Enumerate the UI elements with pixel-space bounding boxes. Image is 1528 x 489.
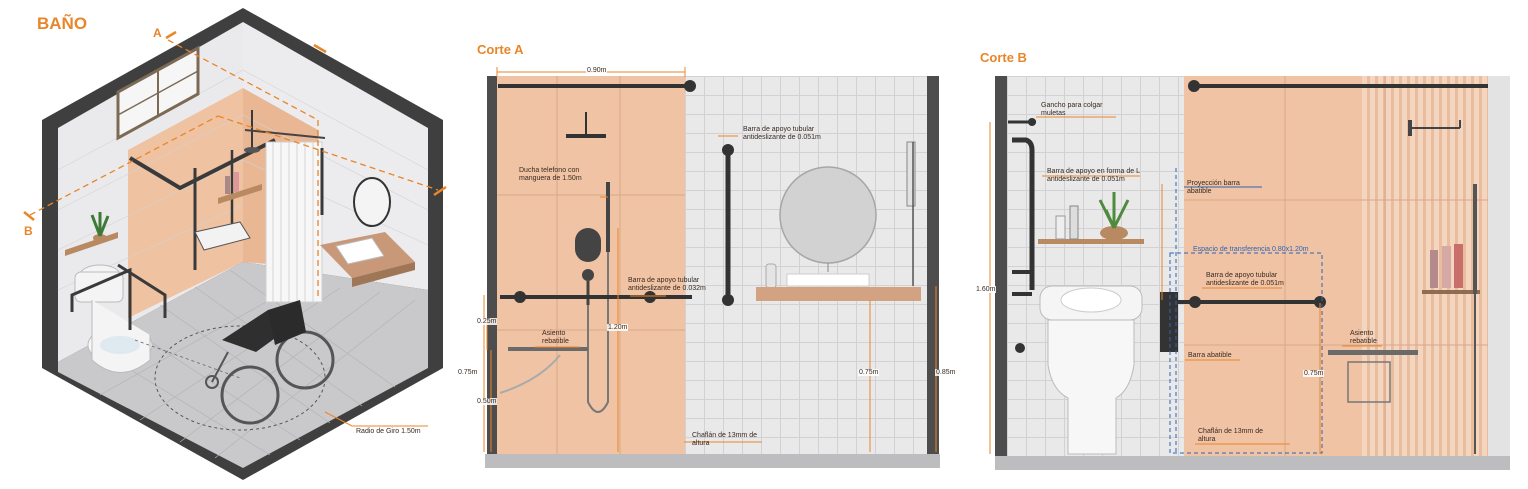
- dim-0-50: 0.50m: [476, 398, 498, 405]
- label-gancho: Gancho para colgar muletas: [1041, 102, 1103, 117]
- corte-b-wall-right: [1488, 76, 1510, 458]
- corte-a-wall-left: [487, 76, 497, 456]
- label-barra-032: Barra de apoyo tubular antideslizante de…: [628, 277, 706, 292]
- main-title: BAÑO: [37, 14, 88, 33]
- label-asiento-b: Asiento rebatible: [1350, 330, 1377, 345]
- corte-a-tile-wall: [685, 76, 927, 456]
- corte-b-wall-left: [995, 76, 1007, 458]
- dim-0-75-left: 0.75m: [457, 369, 479, 376]
- label-espacio-transferencia: Espacio de transferencia 0.80x1.20m: [1193, 246, 1309, 253]
- label-barra-051-b: Barra de apoyo tubular antideslizante de…: [1206, 272, 1284, 287]
- corte-b-floor: [995, 456, 1510, 470]
- dim-0-25: 0.25m: [476, 318, 498, 325]
- corte-a-shower-wall: [497, 76, 685, 456]
- dim-0-75-right: 0.75m: [858, 369, 880, 376]
- label-chaflan-b: Chaflán de 13mm de altura: [1198, 428, 1263, 443]
- isometric-bathroom-drawing: [23, 8, 447, 480]
- corte-b-curtain: [1362, 76, 1488, 458]
- corte-b-title: Corte B: [980, 50, 1027, 65]
- radius-label: Radio de Giro 1.50m: [356, 428, 421, 435]
- dim-1-60: 1.60m: [975, 286, 997, 293]
- label-barra-l: Barra de apoyo en forma de L antidesliza…: [1047, 168, 1140, 183]
- corte-a-fixtures: [483, 67, 937, 454]
- dim-0-90: 0.90m: [586, 67, 608, 74]
- corte-a-floor: [485, 454, 940, 468]
- label-asiento-a: Asiento rebatible: [542, 330, 569, 345]
- corte-a-title: Corte A: [477, 42, 524, 57]
- corte-b-fixtures: [989, 76, 1488, 456]
- label-barra-abatible: Barra abatible: [1188, 352, 1232, 359]
- section-marker-a: A: [153, 26, 162, 40]
- section-marker-b: B: [24, 224, 33, 238]
- label-proyeccion: Proyección barra abatible: [1187, 180, 1240, 195]
- dim-0-85: 0.85m: [935, 369, 957, 376]
- dim-1-20: 1.20m: [607, 324, 629, 331]
- label-barra-051-a: Barra de apoyo tubular antideslizante de…: [743, 126, 821, 141]
- label-ducha: Ducha telefono con manguera de 1.50m: [519, 167, 582, 182]
- label-chaflan-a: Chaflán de 13mm de altura: [692, 432, 757, 447]
- dim-0-75-b: 0.75m: [1303, 370, 1325, 377]
